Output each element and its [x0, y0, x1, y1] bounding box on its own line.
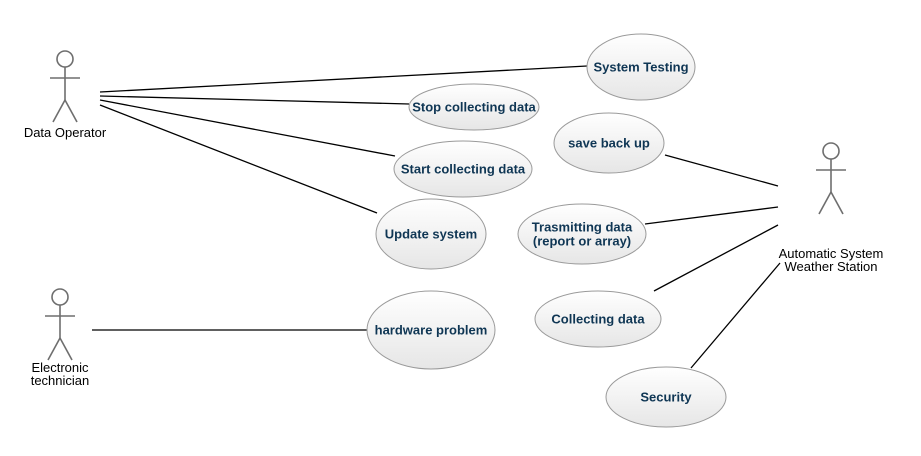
use-case-label: save back up: [568, 136, 650, 151]
use-case-ellipse[interactable]: [366, 290, 496, 370]
use-case-label: Start collecting data: [401, 162, 526, 177]
use-case-save-back-up[interactable]: save back up: [553, 112, 665, 174]
association-weather-station-to-collecting-data: [653, 224, 779, 292]
association-weather-station-to-security: [690, 262, 781, 369]
association-data-operator-to-start-collecting-data: [99, 99, 396, 157]
use-case-security[interactable]: Security: [605, 366, 727, 428]
association-weather-station-to-save-back-up: [664, 154, 779, 187]
use-case-collecting-data[interactable]: Collecting data: [534, 290, 662, 348]
associations-layer: [92, 65, 781, 369]
association-data-operator-to-stop-collecting-data: [99, 95, 410, 105]
actor-label: Data Operator: [24, 125, 107, 140]
use-case-label: (report or array): [533, 234, 631, 249]
use-case-label: Collecting data: [551, 312, 645, 327]
association-data-operator-to-update-system: [99, 104, 378, 214]
use-case-ellipse[interactable]: [375, 198, 487, 270]
use-case-system-testing[interactable]: System Testing: [586, 33, 696, 101]
use-case-ellipse[interactable]: [586, 33, 696, 101]
stick-figure-icon: [816, 142, 846, 215]
use-case-label: Trasmitting data: [532, 220, 633, 235]
association-data-operator-to-system-testing: [99, 65, 588, 93]
use-case-label: System Testing: [593, 60, 688, 75]
actor-data-operator[interactable]: Data Operator: [24, 50, 107, 140]
use-case-label: Stop collecting data: [412, 100, 536, 115]
actor-label: Electronic: [31, 360, 89, 375]
actor-label: technician: [31, 373, 90, 388]
use-case-ellipse[interactable]: [605, 366, 727, 428]
association-weather-station-to-transmitting-data: [644, 206, 779, 225]
use-case-ellipse[interactable]: [517, 203, 647, 265]
use-case-ellipse[interactable]: [408, 83, 540, 131]
use-case-hardware-problem[interactable]: hardware problem: [366, 290, 496, 370]
use-case-ellipse[interactable]: [534, 290, 662, 348]
use-case-label: hardware problem: [375, 323, 488, 338]
use-case-transmitting-data[interactable]: Trasmitting data(report or array): [517, 203, 647, 265]
stick-figure-icon: [50, 50, 80, 123]
use-case-ellipse[interactable]: [553, 112, 665, 174]
use-case-label: Security: [640, 390, 692, 405]
use-case-start-collecting-data[interactable]: Start collecting data: [393, 140, 533, 198]
use-case-stop-collecting-data[interactable]: Stop collecting data: [408, 83, 540, 131]
actor-label: Weather Station: [785, 259, 878, 274]
actor-label: Automatic System: [779, 246, 884, 261]
use-case-ellipse[interactable]: [393, 140, 533, 198]
use-case-label: Update system: [385, 227, 477, 242]
use-case-update-system[interactable]: Update system: [375, 198, 487, 270]
stick-figure-icon: [45, 288, 75, 361]
